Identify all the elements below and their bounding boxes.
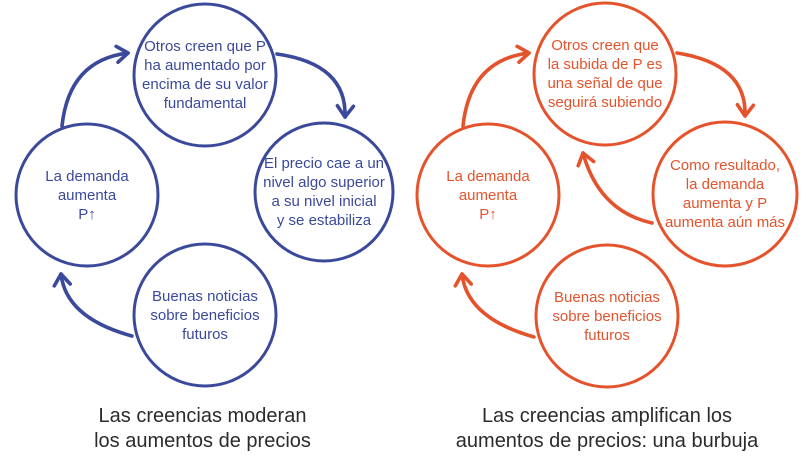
caption-moderating: Las creencias moderan los aumentos de pr… bbox=[94, 405, 311, 452]
amplifying-cycle-diagram: Otros creen que la subida de P es una se… bbox=[405, 0, 809, 462]
node-label-top: Otros creen que la subida de P es una se… bbox=[547, 37, 663, 111]
arrow-right-to-top-icon bbox=[576, 151, 654, 225]
node-circle-left bbox=[415, 122, 561, 268]
node-circle-top bbox=[132, 2, 278, 148]
arrow-bottom-to-left-icon bbox=[52, 272, 134, 338]
moderating-cycle-graphic bbox=[14, 2, 395, 388]
caption-amplifying: Las creencias amplifican los aumentos de… bbox=[455, 405, 759, 452]
node-label-left: La demanda aumenta P↑ bbox=[45, 167, 129, 223]
arrow-top-to-right-icon bbox=[275, 52, 356, 119]
moderating-cycle-diagram: Otros creen que P ha aumentado por encim… bbox=[14, 2, 395, 452]
amplifying-cycle-graphic bbox=[415, 1, 799, 389]
node-label-bottom: Buenas noticias sobre beneficios futuros bbox=[150, 287, 260, 343]
node-label-bottom: Buenas noticias sobre beneficios futuros bbox=[552, 288, 662, 344]
node-circle-right bbox=[651, 120, 799, 268]
arrow-left-to-top-icon bbox=[60, 44, 130, 128]
arrow-bottom-to-left-icon bbox=[453, 272, 536, 339]
node-circle-right bbox=[253, 121, 395, 263]
arrow-left-to-top-icon bbox=[461, 44, 531, 128]
node-circle-left bbox=[14, 122, 160, 268]
node-label-left: La demanda aumenta P↑ bbox=[446, 167, 530, 223]
node-label-right: Como resultado, la demanda aumenta y P a… bbox=[664, 157, 786, 231]
node-circle-top bbox=[532, 1, 678, 147]
node-label-right: El precio cae a un nivel algo superior a… bbox=[263, 155, 385, 229]
node-circle-bottom bbox=[132, 242, 278, 388]
node-label-top: Otros creen que P ha aumentado por encim… bbox=[142, 38, 268, 112]
node-circle-bottom bbox=[534, 243, 680, 389]
arrow-top-to-right-icon bbox=[675, 51, 756, 118]
